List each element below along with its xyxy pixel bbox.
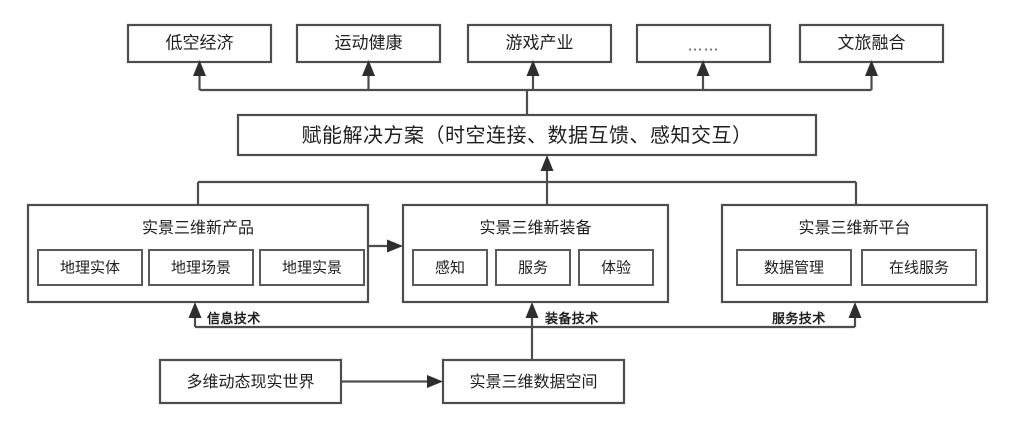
application-box-1[interactable] — [126, 23, 273, 64]
arrowhead-app-4 — [696, 60, 710, 76]
technology-label-2: 装备技术 — [545, 312, 599, 327]
arrowhead-app-5 — [865, 60, 878, 76]
capability-chip-2-3[interactable] — [578, 249, 654, 286]
technology-label-3: 服务技术 — [772, 312, 826, 327]
capability-chip-2-2-label: 服务 — [517, 258, 549, 276]
solution-banner-label: 赋能解决方案（时空连接、数据互馈、感知交互） — [301, 123, 753, 147]
capability-chip-2-3-label: 体验 — [600, 258, 632, 276]
arrowhead-app-1 — [193, 60, 206, 76]
capability-chip-1-3-label: 地理实景 — [281, 258, 343, 276]
application-box-5-label: 文旅融合 — [837, 33, 906, 54]
capability-panel-2-title: 实景三维新装备 — [479, 218, 592, 237]
capability-panel-3-title: 实景三维新平台 — [798, 218, 911, 237]
capability-chip-1-1[interactable] — [37, 249, 143, 286]
arrowhead-app-2 — [362, 60, 375, 76]
capability-panel-1-title: 实景三维新产品 — [141, 218, 255, 237]
capability-chip-2-1[interactable] — [412, 249, 488, 286]
arrowhead-banner-in — [540, 155, 554, 171]
application-box-3[interactable] — [466, 23, 613, 64]
foundation-target-label: 实景三维数据空间 — [469, 371, 598, 391]
capability-chip-2-2[interactable] — [495, 249, 571, 286]
capability-chip-1-2-label: 地理场景 — [170, 258, 232, 276]
technology-label-1: 信息技术 — [207, 312, 261, 327]
solution-banner-box[interactable] — [236, 113, 818, 157]
capability-chip-1-3[interactable] — [259, 249, 365, 286]
capability-chip-3-1-label: 数据管理 — [763, 258, 825, 276]
arrowhead-panel1-to-panel2 — [387, 239, 403, 253]
capability-chip-1-1-label: 地理实体 — [59, 258, 121, 276]
application-box-1-label: 低空经济 — [165, 33, 234, 54]
capability-chip-2-1-label: 感知 — [434, 258, 466, 276]
application-box-4[interactable] — [635, 23, 772, 64]
arrowhead-app-3 — [526, 60, 540, 76]
capability-chip-3-1[interactable] — [736, 249, 852, 286]
arrowhead-tech-3 — [848, 302, 862, 318]
foundation-source-box[interactable] — [158, 358, 343, 405]
capability-chip-3-2-label: 在线服务 — [888, 258, 950, 276]
arrowhead-tech-1 — [188, 302, 202, 318]
capability-chip-1-2[interactable] — [148, 249, 254, 286]
arrowhead-foundation — [427, 375, 443, 388]
foundation-source-label: 多维动态现实世界 — [186, 371, 315, 391]
application-box-2-label: 运动健康 — [334, 33, 403, 54]
application-box-4-label: …… — [687, 36, 720, 55]
application-box-3-label: 游戏产业 — [505, 33, 574, 54]
capability-chip-3-2[interactable] — [861, 249, 977, 286]
arrowhead-tech-2 — [525, 302, 539, 318]
